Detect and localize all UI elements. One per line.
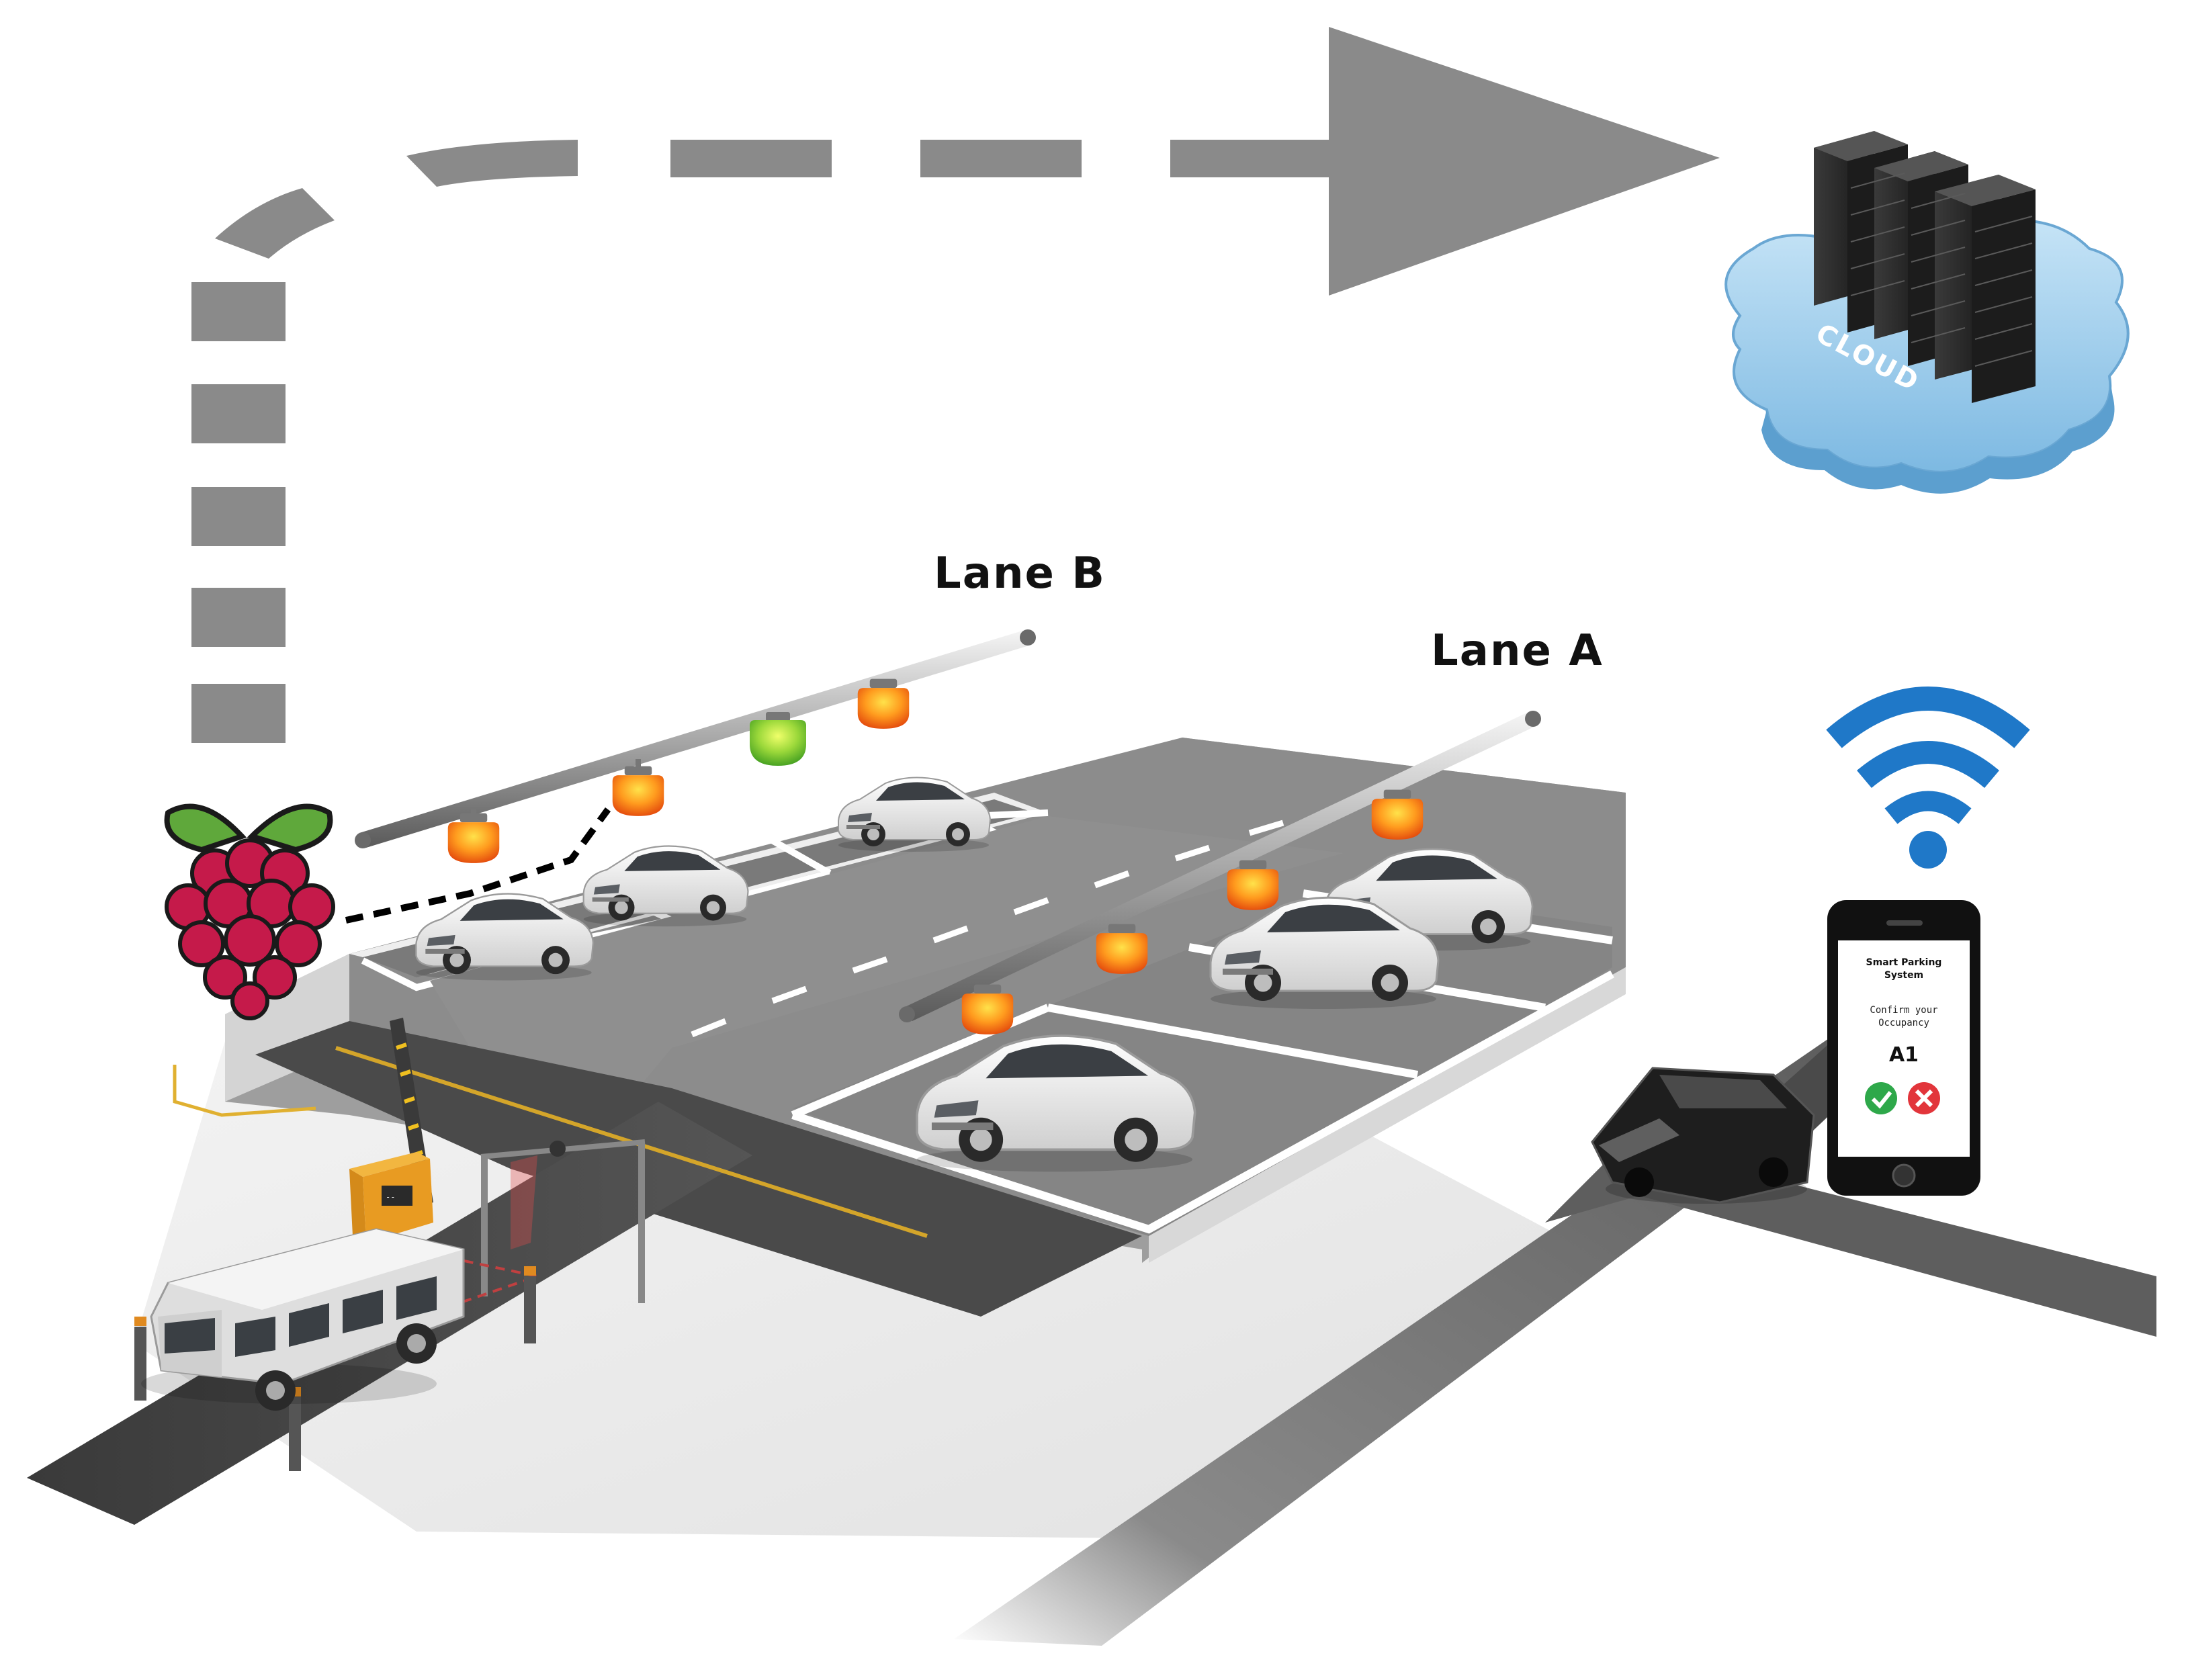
- arrow-dash-7: [920, 140, 1082, 177]
- van: [141, 1228, 465, 1411]
- arrow-dash-curve-2: [406, 140, 578, 187]
- check-icon: [1871, 1091, 1892, 1109]
- confirm-button[interactable]: [1865, 1082, 1897, 1114]
- arrow-head: [1329, 27, 1720, 296]
- kiosk-display: --: [386, 1192, 395, 1202]
- server-rack-3: [1935, 175, 2036, 403]
- arrow-dash-3: [191, 487, 286, 546]
- lane-a-sensor-bar: [899, 711, 1541, 1022]
- raspberry-pi-logo: [164, 803, 335, 1020]
- sensor-wire: [345, 807, 611, 924]
- lane-a-label: Lane A: [1431, 626, 1604, 676]
- phone-screen: [1838, 940, 1970, 1157]
- arrow-dash-8: [1170, 140, 1331, 177]
- phone-app-title-2: System: [1884, 970, 1923, 981]
- phone-prompt-1: Confirm your: [1870, 1005, 1937, 1016]
- data-upload-arrow: [191, 27, 1720, 743]
- phone-spot-code: A1: [1889, 1043, 1919, 1067]
- server-grilles: [1850, 173, 2033, 367]
- arrow-dash-4: [191, 384, 286, 443]
- phone-app-title-1: Smart Parking: [1866, 957, 1942, 968]
- arrow-dash-5: [191, 282, 286, 341]
- cloud-server-icon: CLOUD: [1724, 131, 2130, 494]
- arrow-dash-curve-1: [215, 188, 335, 259]
- lane-b-sensor-bar: [355, 629, 1036, 848]
- led-free-b3: [750, 712, 806, 766]
- arrow-dash-6: [670, 140, 832, 177]
- ticket-kiosk: --: [349, 1152, 433, 1243]
- lane-b-indicators: [447, 678, 910, 863]
- smartphone: Smart Parking System Confirm your Occupa…: [1827, 900, 1980, 1196]
- arrow-dash-2: [191, 588, 286, 647]
- lane-b-label: Lane B: [934, 549, 1106, 599]
- arrow-dash-1: [191, 684, 286, 743]
- reject-button[interactable]: [1908, 1082, 1940, 1114]
- entry-gate: --: [134, 1018, 646, 1471]
- aisle-dashes: [691, 820, 1284, 1038]
- phone-prompt-2: Occupancy: [1878, 1018, 1929, 1028]
- sedan: [1591, 1067, 1815, 1204]
- cross-icon: [1915, 1089, 1933, 1108]
- wifi-icon: [1826, 687, 2030, 869]
